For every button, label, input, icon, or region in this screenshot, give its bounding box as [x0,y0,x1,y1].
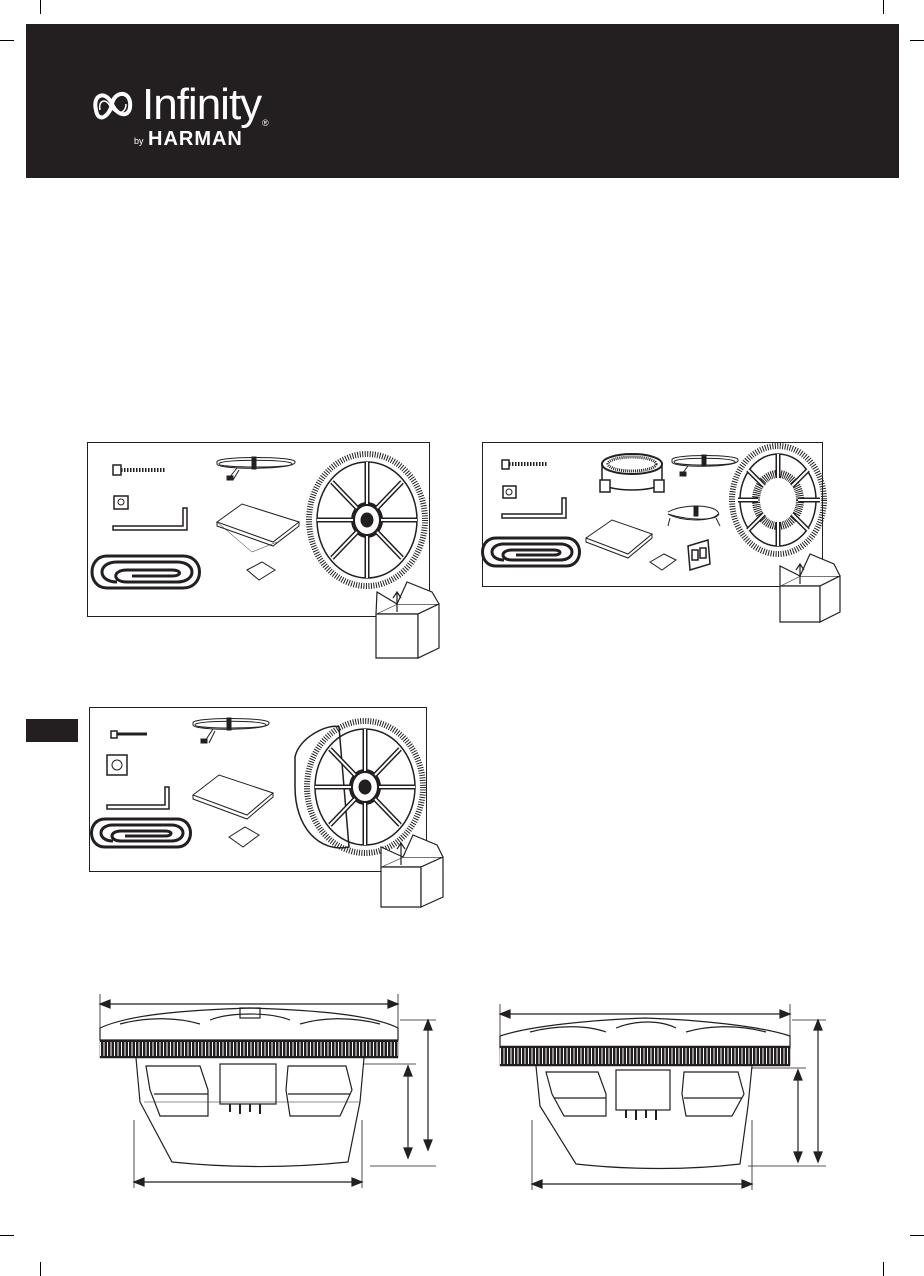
crop-mark [40,0,41,14]
side-tab [26,719,78,742]
dimension-drawing-left [90,990,450,1190]
clip-icon [107,755,127,775]
manual-sheet-icon [586,520,652,558]
hex-key-icon [113,508,187,530]
brand-logo: Infinity by HARMAN ® [90,84,310,154]
speaker-grille-icon [309,454,425,586]
dimension-drawing-right [490,990,830,1190]
hex-key-icon [502,498,566,518]
brand-name: Infinity [142,80,261,130]
screw-icon [113,465,165,475]
screw-icon [111,731,147,738]
label-strip-icon [247,562,275,580]
grille-clip-icon [92,819,191,847]
wire-harness-icon [672,455,738,476]
crop-mark [883,0,884,14]
wire-harness-icon [217,457,295,480]
grille-clip-icon [92,556,200,588]
box-icon [780,554,840,622]
crop-mark [0,1235,14,1236]
manual-sheet-icon [217,504,299,552]
grille-clip-icon [483,538,580,566]
clip-icon [114,496,128,509]
crop-mark [40,1262,41,1276]
clip-icon [503,486,516,498]
registered-mark: ® [262,118,269,128]
speaker-grille-icon [295,721,423,853]
crop-mark [0,40,14,41]
wire-harness-icon [193,718,269,743]
manual-sheet-icon [193,775,273,819]
hex-key-icon [107,787,169,809]
kit-component-illustration [482,442,842,632]
screw-icon [502,460,548,469]
box-icon [376,582,439,658]
speaker-grille-icon [732,446,824,554]
brand-company: HARMAN [148,128,243,151]
label-strip-icon [650,554,676,570]
bracket-icon [688,540,710,570]
tweeter-icon [600,454,664,492]
crossover-wire-icon [668,506,720,526]
crop-mark [910,40,924,41]
kit-coaxial-a-illustration [87,442,447,672]
crop-mark [910,1235,924,1236]
crop-mark [883,1262,884,1276]
brand-by: by [134,136,144,146]
label-strip-icon [229,827,259,847]
infinity-logo-icon [90,84,138,134]
kit-coaxial-b-illustration [89,707,449,917]
